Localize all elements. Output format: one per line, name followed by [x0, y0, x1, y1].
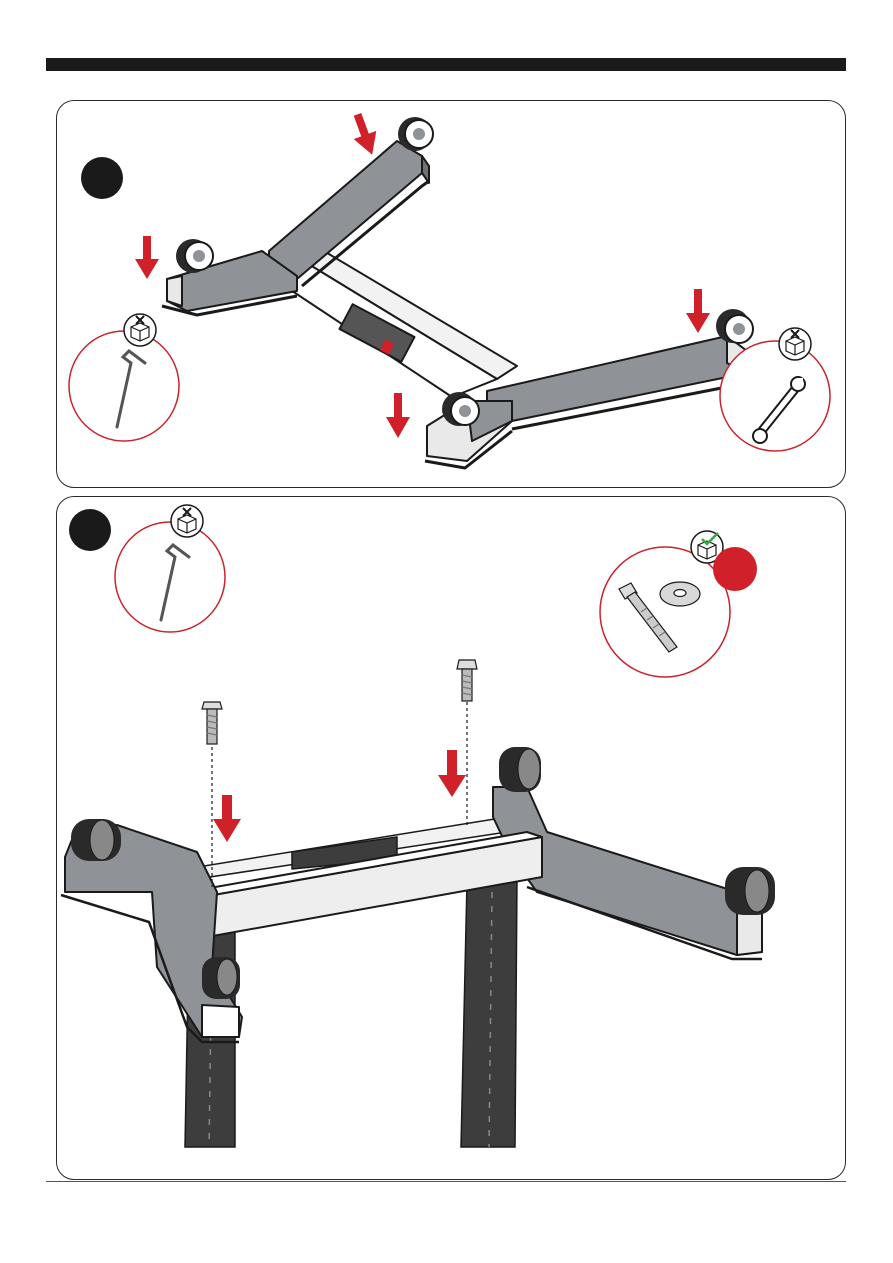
caster-left-back [71, 819, 121, 861]
step-1-illustration [57, 101, 846, 488]
caster-left-front [202, 957, 240, 999]
red-marker-dot [713, 547, 757, 591]
frame-arm-right [487, 336, 747, 429]
step-2-illustration [57, 497, 846, 1180]
washer-icon [660, 582, 700, 606]
caster-left [176, 239, 213, 273]
hex-key-callout [115, 505, 225, 632]
hex-key-callout [69, 314, 179, 441]
frame-arm-back [269, 141, 429, 286]
caster-right-front [725, 867, 775, 915]
bolt-right-icon [457, 660, 477, 827]
step-2-panel [56, 496, 846, 1180]
footer-rule [46, 1181, 846, 1182]
arrows-down [213, 750, 466, 842]
bolt-left-icon [202, 702, 222, 887]
step-1-panel [56, 100, 846, 488]
parts-callout [600, 531, 757, 677]
leg-right [461, 877, 517, 1147]
caster-back [398, 117, 433, 151]
caster-right [716, 309, 753, 343]
caster-front [442, 392, 479, 426]
header-bar [46, 58, 846, 71]
caster-right-back [499, 747, 541, 792]
